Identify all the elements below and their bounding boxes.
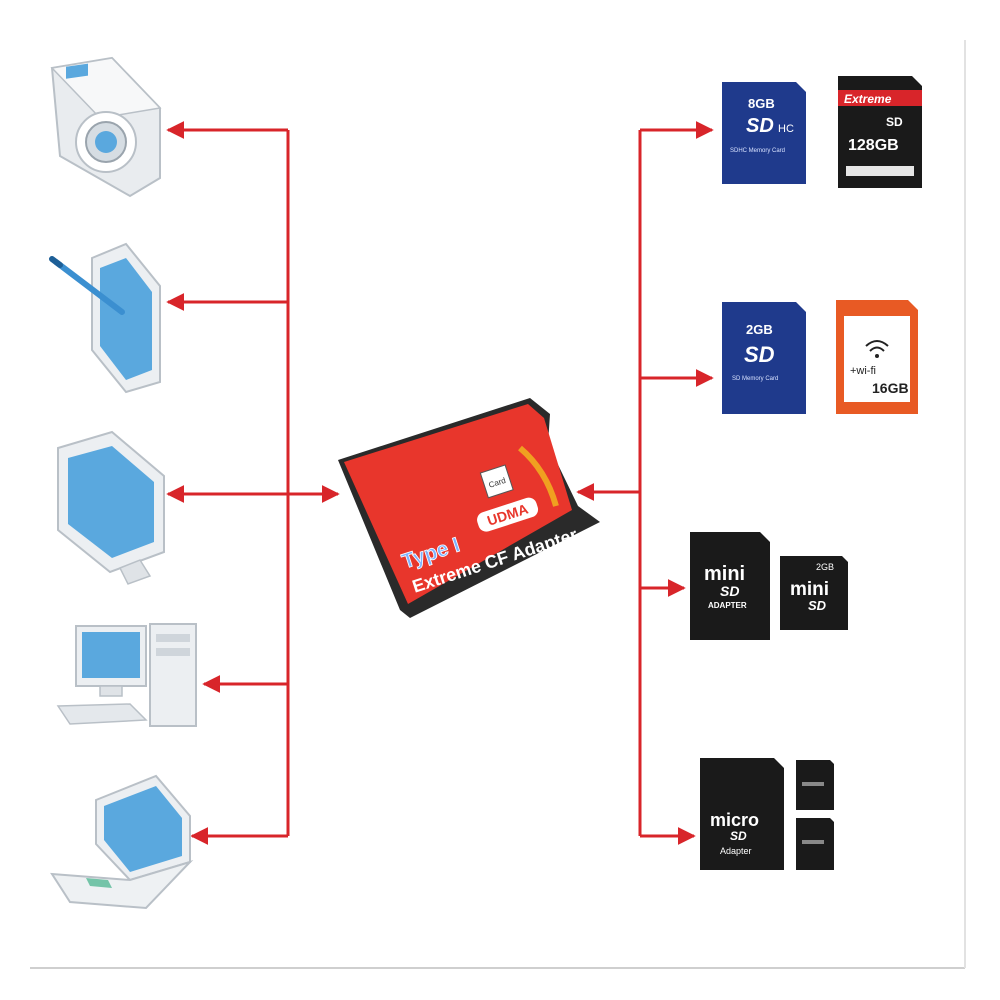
sdhc-card-icon: 8GB SD HC SDHC Memory Card <box>722 82 806 184</box>
microsd-card-icon-top <box>796 760 834 810</box>
minisd-adapter-caption: ADAPTER <box>708 601 747 610</box>
sdhc-sub: HC <box>778 123 794 135</box>
sd-logo: SD <box>744 342 775 367</box>
minisd-adapter-icon: mini SD ADAPTER <box>690 532 770 640</box>
sdhc-logo: SD <box>746 115 774 137</box>
microsd-adapter-logo: micro <box>710 810 759 830</box>
extreme-brand: Extreme <box>844 92 892 106</box>
microsd-adapter-icon: micro SD Adapter <box>700 758 784 870</box>
minisd-card-icon: 2GB mini SD <box>780 556 848 630</box>
left-connector-tree <box>166 121 340 845</box>
sd-caption: SD Memory Card <box>732 376 778 382</box>
right-connector-tree <box>576 121 714 845</box>
sdhc-caption: SDHC Memory Card <box>730 148 785 154</box>
extreme-logo: SD <box>886 115 903 129</box>
tablet-pen-icon <box>49 242 161 394</box>
wifi-sd-card-icon: +wi-fi 16GB <box>836 300 918 414</box>
microsd-adapter-caption: Adapter <box>720 846 752 856</box>
sd-card-icon: 2GB SD SD Memory Card <box>722 302 806 414</box>
microsd-card-icon-bottom <box>796 818 834 870</box>
microsd-adapter-logo2: SD <box>730 829 747 843</box>
minisd-logo2: SD <box>808 598 827 613</box>
minisd-adapter-logo2: SD <box>720 583 739 599</box>
sdhc-capacity: 8GB <box>748 96 775 111</box>
extreme-capacity: 128GB <box>848 137 899 154</box>
minisd-adapter-logo: mini <box>704 563 745 585</box>
cf-adapter: Card UDMA Type I Extreme CF Adapter <box>338 398 600 618</box>
sdxc-extreme-card-icon: Extreme SD 128GB <box>838 76 922 188</box>
wifi-capacity: 16GB <box>872 380 909 396</box>
sd-capacity: 2GB <box>746 322 773 337</box>
laptop-icon <box>50 774 194 910</box>
camera-icon <box>50 56 162 198</box>
wifi-label: +wi-fi <box>850 365 876 377</box>
minisd-logo: mini <box>790 579 829 600</box>
desktop-pc-icon <box>56 623 197 727</box>
minisd-capacity: 2GB <box>816 562 834 572</box>
monitor-icon <box>57 430 165 585</box>
